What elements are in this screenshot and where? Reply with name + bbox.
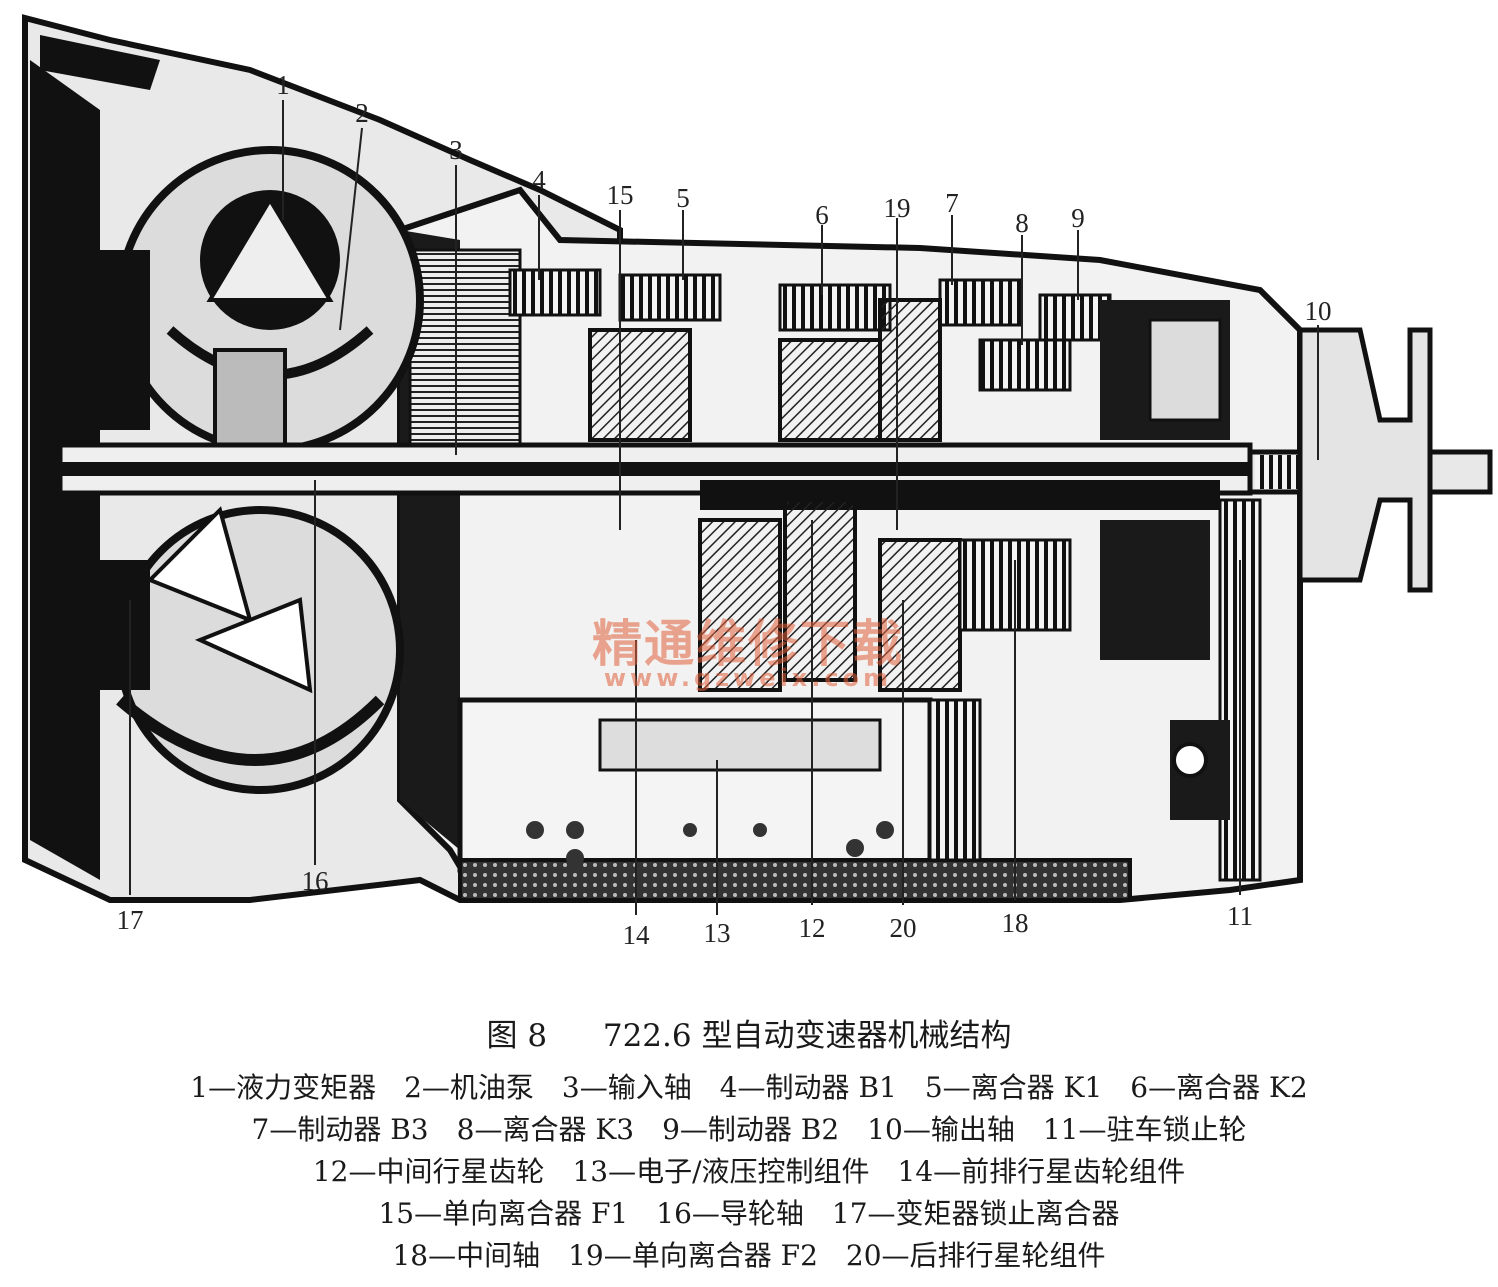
transmission-cutaway-figure: 1 2 3 4 15 5 6 19 7 8 9 10 17 16 14 13 1… xyxy=(22,14,1493,950)
callout-10: 10 xyxy=(1304,296,1332,326)
lower-blade-2 xyxy=(194,597,313,694)
valve-bolts xyxy=(526,821,894,867)
legend-item: 3—输入轴 xyxy=(561,1071,692,1104)
legend-item: 9—制动器 B2 xyxy=(662,1113,840,1146)
legend-line-5: 18—中间轴 19—单向离合器 F2 20—后排行星轮组件 xyxy=(0,1235,1498,1277)
legend-item: 2—机油泵 xyxy=(404,1071,534,1104)
housing-flange xyxy=(40,35,160,90)
watermark-url: www.gzweix.com xyxy=(603,664,893,692)
clutch-k1-pack xyxy=(618,273,722,322)
legend-item: 11—驻车锁止轮 xyxy=(1042,1113,1247,1146)
legend-item: 6—离合器 K2 xyxy=(1130,1071,1308,1104)
legend-line-1: 1—液力变矩器 2—机油泵 3—输入轴 4—制动器 B1 5—离合器 K1 6—离合器 K… xyxy=(0,1067,1498,1109)
callout-2: 2 xyxy=(355,98,369,128)
impeller-blade xyxy=(206,196,334,302)
intermediate-shaft-support xyxy=(928,698,982,862)
callout-17: 17 xyxy=(116,905,144,935)
oil-pump-body xyxy=(408,248,522,452)
legend-item: 20—后排行星轮组件 xyxy=(845,1239,1106,1272)
shaft-centerline xyxy=(60,462,1250,476)
legend-item: 12—中间行星齿轮 xyxy=(312,1155,545,1188)
control-unit xyxy=(598,718,882,772)
one-way-clutch-f2 xyxy=(878,298,942,442)
brake-b3-pack xyxy=(938,278,1022,327)
lower-torus xyxy=(116,695,385,766)
legend-item: 16—导轮轴 xyxy=(656,1197,804,1230)
legend-item: 19—单向离合器 F2 xyxy=(568,1239,818,1272)
callout-18: 18 xyxy=(1001,908,1029,938)
figure-label: 图 8 xyxy=(486,1018,548,1054)
lockup-clutch-upper xyxy=(100,250,150,430)
callout-11: 11 xyxy=(1227,901,1253,931)
callout-14: 14 xyxy=(622,920,650,950)
legend-item: 14—前排行星齿轮组件 xyxy=(897,1155,1186,1188)
rear-planetary-lower xyxy=(878,538,962,692)
callout-13: 13 xyxy=(703,918,731,948)
callout-5: 5 xyxy=(676,183,690,213)
legend-item: 8—离合器 K3 xyxy=(456,1113,635,1146)
legend-item: 5—离合器 K1 xyxy=(924,1071,1103,1104)
callout-6: 6 xyxy=(815,200,829,230)
lower-blade-1 xyxy=(146,506,253,624)
callout-3: 3 xyxy=(449,135,463,165)
legend-line-4: 15—单向离合器 F1 16—导轮轴 17—变矩器锁止离合器 xyxy=(0,1193,1498,1235)
intermediate-shaft xyxy=(700,480,1220,510)
legend-item: 7—制动器 B3 xyxy=(251,1113,429,1146)
legend-item: 4—制动器 B1 xyxy=(719,1071,897,1104)
rear-drum-inner xyxy=(1148,318,1222,422)
legend-line-2: 7—制动器 B3 8—离合器 K3 9—制动器 B2 10—输出轴 11—驻车锁止轮 xyxy=(0,1109,1498,1151)
watermark-text: 精通维修下载 xyxy=(592,615,904,673)
transmission-drawing xyxy=(22,14,1493,915)
callout-15: 15 xyxy=(606,180,634,210)
oil-pan xyxy=(458,858,1132,902)
callout-4: 4 xyxy=(532,165,546,195)
parking-pivot xyxy=(1172,742,1208,778)
caption-title-row: 图 8 722.6 型自动变速器机械结构 xyxy=(0,1010,1498,1055)
figure-caption: 图 8 722.6 型自动变速器机械结构 1—液力变矩器 2—机油泵 3—输入轴 4—… xyxy=(0,1010,1498,1277)
brake-b2-pack xyxy=(1038,293,1112,342)
lockup-clutch-lower xyxy=(100,560,150,690)
callout-16: 16 xyxy=(301,866,329,896)
leader-lines xyxy=(129,100,1319,915)
callout-19: 19 xyxy=(883,193,911,223)
callout-9: 9 xyxy=(1071,203,1085,233)
middle-planetary-lower xyxy=(783,498,857,682)
callout-8: 8 xyxy=(1015,208,1029,238)
legend-item: 10—输出轴 xyxy=(867,1113,1015,1146)
front-planetary-upper xyxy=(588,328,692,442)
callout-12: 12 xyxy=(798,913,826,943)
legend-item: 18—中间轴 xyxy=(392,1239,541,1272)
legend-item: 13—电子/液压控制组件 xyxy=(572,1155,870,1188)
clutch-k3-pack xyxy=(978,338,1072,392)
figure-title: 722.6 型自动变速器机械结构 xyxy=(602,1018,1012,1054)
middle-planetary-upper xyxy=(778,338,882,442)
legend-item: 15—单向离合器 F1 xyxy=(378,1197,629,1230)
front-planetary-lower xyxy=(698,518,782,692)
rear-drum-lower xyxy=(1100,520,1210,660)
callout-20: 20 xyxy=(889,913,917,943)
legend-line-3: 12—中间行星齿轮 13—电子/液压控制组件 14—前排行星齿轮组件 xyxy=(0,1151,1498,1193)
output-flange xyxy=(1297,327,1433,593)
stator xyxy=(213,348,287,452)
clutch-k2-pack xyxy=(778,283,892,332)
brake-b1-pack xyxy=(508,268,602,317)
callout-7: 7 xyxy=(945,188,959,218)
legend-item: 1—液力变矩器 xyxy=(190,1071,377,1104)
legend-item: 17—变矩器锁止离合器 xyxy=(831,1197,1120,1230)
callout-1: 1 xyxy=(276,70,290,100)
